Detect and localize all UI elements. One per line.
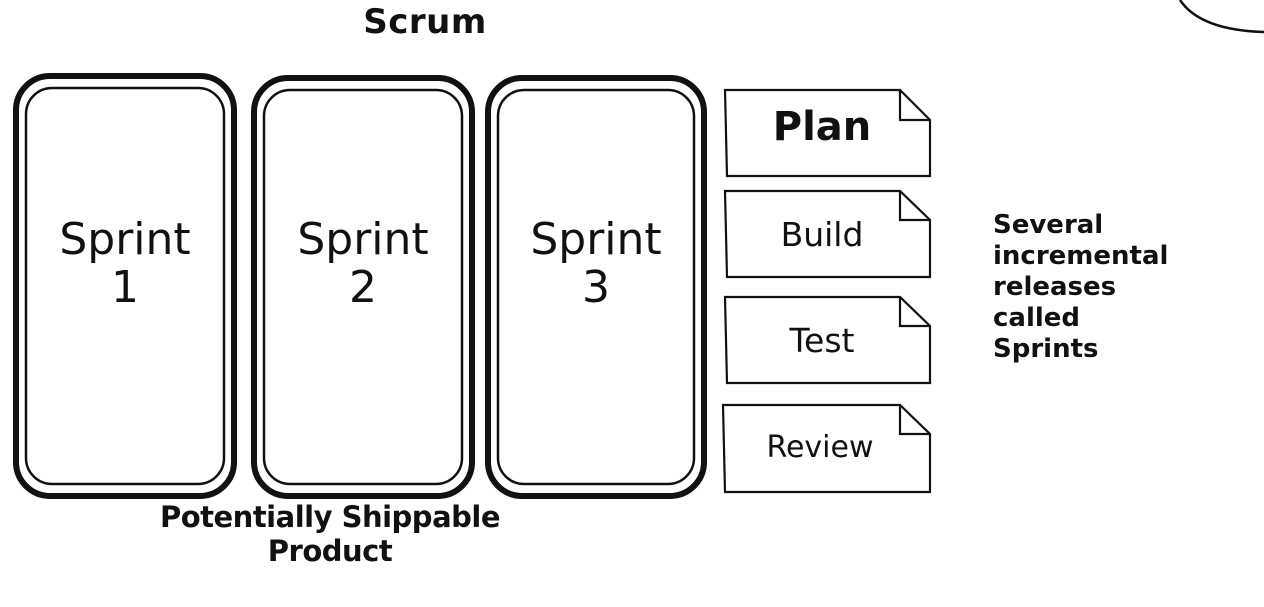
- sprint-label-word: Sprint: [530, 214, 662, 265]
- step-label-test: Test: [789, 321, 855, 360]
- sprint-label-word: Sprint: [297, 214, 429, 265]
- sprint-card-3: [485, 75, 707, 499]
- sprint-card-1: [13, 73, 237, 499]
- diagram-title: Scrum: [363, 2, 487, 42]
- sprint-card-2: [251, 75, 475, 499]
- bottom-caption: Potentially Shippable Product: [159, 500, 501, 568]
- side-note: Several incremental releases called Spri…: [993, 210, 1193, 365]
- step-note-build: [723, 189, 932, 279]
- sprint-label-3: Sprint 3: [496, 216, 696, 312]
- corner-circle-fragment: [1178, 0, 1264, 34]
- step-label-build: Build: [780, 215, 864, 254]
- sprint-label-number: 1: [111, 262, 139, 313]
- step-note-review: [721, 403, 932, 494]
- step-note-plan: [723, 88, 932, 178]
- step-label-review: Review: [766, 430, 874, 465]
- sprint-label-2: Sprint 2: [263, 216, 463, 312]
- side-note-line: called: [993, 303, 1081, 333]
- side-note-line: releases: [993, 272, 1117, 302]
- sprint-label-word: Sprint: [59, 214, 191, 265]
- sprint-label-1: Sprint 1: [25, 216, 225, 312]
- step-label-plan: Plan: [772, 104, 872, 150]
- side-note-line: Several: [993, 210, 1104, 240]
- sprint-label-number: 2: [349, 262, 377, 313]
- sprint-label-number: 3: [582, 262, 610, 313]
- step-note-test: [723, 295, 932, 385]
- side-note-line: Sprints: [993, 334, 1099, 364]
- side-note-line: incremental: [993, 241, 1169, 271]
